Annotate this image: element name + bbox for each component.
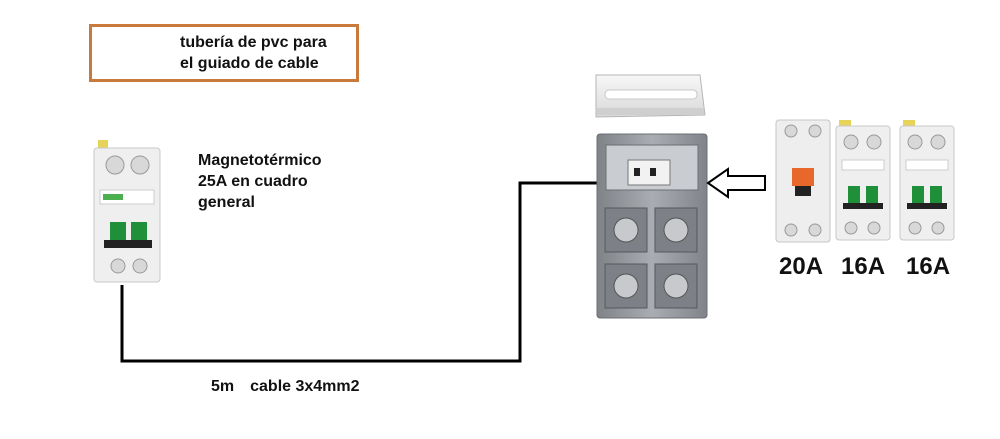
cable-spec: cable 3x4mm2 — [250, 378, 360, 395]
arrow-left-icon — [706, 167, 766, 199]
mcb-breaker-icon — [835, 120, 891, 241]
cable-length: 5m — [211, 378, 235, 395]
breaker-note: Magnetotérmico 25A en cuadro general — [198, 150, 322, 213]
socket-grid — [604, 207, 698, 309]
breaker-note-line1: Magnetotérmico — [198, 152, 322, 169]
emergency-light-icon — [595, 74, 706, 118]
pvc-legend-box — [89, 24, 359, 82]
pvc-note-line1: tubería de pvc para — [180, 34, 327, 51]
rcd-rating: 20A — [779, 253, 824, 280]
mcb-rating-1: 16A — [841, 253, 886, 280]
distribution-box-icon — [596, 133, 708, 319]
rcd-breaker-icon — [775, 119, 831, 243]
pvc-note-line2: el guiado de cable — [180, 55, 319, 72]
breaker-note-line2: 25A en cuadro — [198, 173, 308, 190]
pvc-note: tubería de pvc para el guiado de cable — [180, 32, 327, 74]
breaker-note-line3: general — [198, 194, 255, 211]
cable-note: 5m cable 3x4mm2 — [211, 378, 360, 396]
main-breaker-icon — [93, 140, 161, 283]
mcb-breaker-icon — [899, 120, 955, 241]
cable-wire — [120, 181, 600, 363]
mcb-rating-2: 16A — [906, 253, 951, 280]
